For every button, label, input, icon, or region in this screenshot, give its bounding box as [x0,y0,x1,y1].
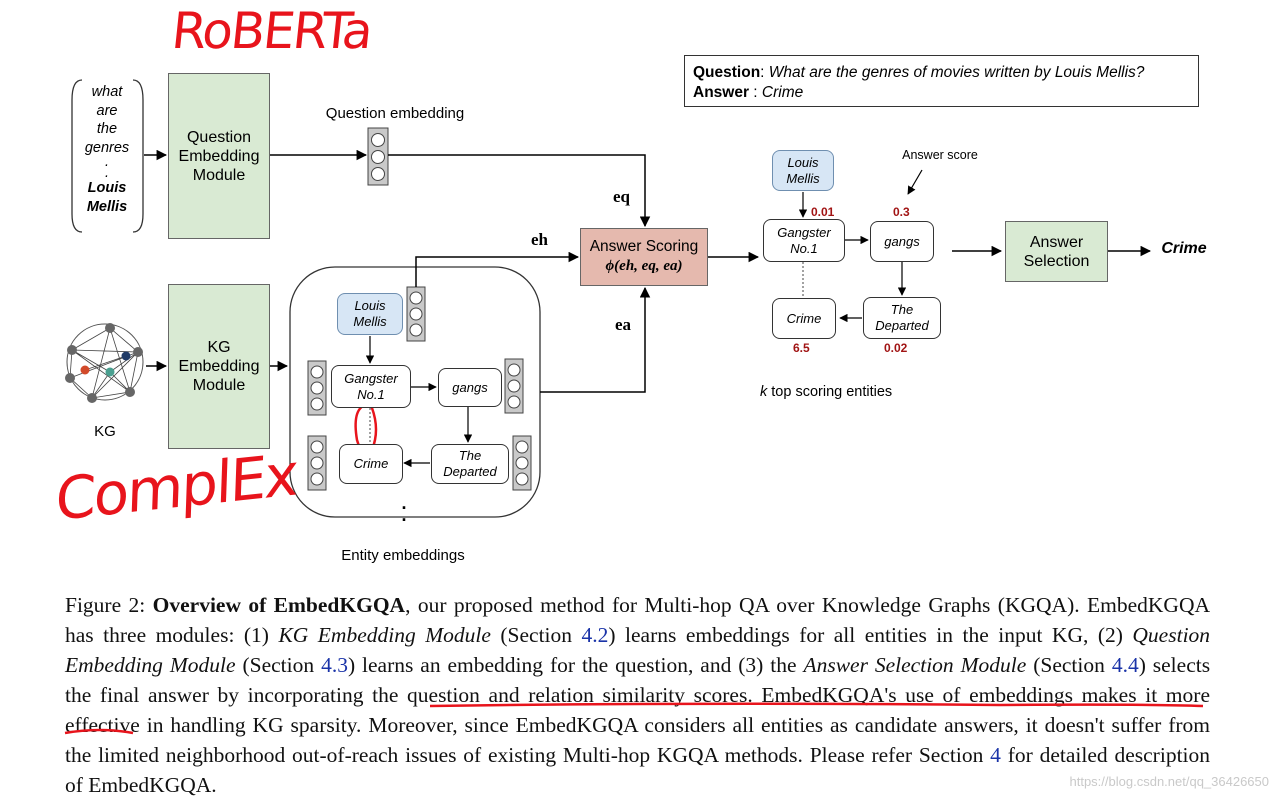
handwritten-underline [64,702,1204,735]
caption-module-3: Answer Selection Module [803,653,1027,677]
container-dots: .. [401,493,407,525]
token: . [104,165,110,181]
caption-p1: , our proposed method for Multi-hop QA o… [65,593,1210,647]
caption-fig: Figure 2: [65,593,146,617]
token: the [96,121,118,137]
score-gangs: 0.3 [893,205,910,219]
section-link-4[interactable]: 4 [990,743,1001,767]
entity-embeddings-label: Entity embeddings [341,547,465,564]
caption-s2b: ) learns an embedding for the question, … [347,653,797,677]
answer-score-label: Answer score [902,148,978,162]
top-k-label: k top scoring entities [760,383,920,401]
answer-tag: Answer [693,84,749,101]
scored-the-departed: The Departed [863,297,941,339]
entity-the-departed: The Departed [431,444,509,484]
answer-selection-module: Answer Selection [1005,221,1108,282]
question-text: What are the genres of movies written by… [768,64,1145,81]
answer-text: Crime [761,84,804,101]
section-link-4-3[interactable]: 4.3 [321,653,348,677]
answer-scoring-box: Answer Scoring ϕ(eh, eq, ea) [580,228,708,286]
figure-caption: Figure 2: Overview of EmbedKGQA, our pro… [65,590,1210,800]
token: . [104,154,110,170]
section-link-4-2[interactable]: 4.2 [581,623,609,647]
score-departed: 0.02 [884,341,908,355]
section-link-4-4[interactable]: 4.4 [1111,653,1139,677]
caption-module-1: KG Embedding Module [278,623,491,647]
caption-s1b: ) learns embeddings for all entities in … [608,623,1123,647]
scored-gangster-no1: Gangster No.1 [763,219,845,262]
watermark: https://blog.csdn.net/qq_36426650 [1069,774,1270,789]
token: are [96,102,118,119]
answer-scoring-formula: ϕ(eh, eq, ea) [605,258,683,274]
token: Mellis [86,198,128,215]
entity-crime: Crime [339,444,403,484]
eq-label: eq [613,187,630,206]
question-tag: Question [693,64,761,81]
qa-example-box: Question: What are the genres of movies … [684,55,1199,107]
top-k-text: top scoring entities [771,384,893,400]
caption-s2a: (Section [242,653,315,677]
answer-scoring-label: Answer Scoring [589,238,699,255]
ea-label: ea [615,315,632,334]
eh-label: eh [531,230,548,249]
question-embedding-module: Question Embedding Module [168,73,270,239]
question-bracket [71,79,83,233]
kg-embedding-module-label: KG Embedding Module [178,339,260,394]
caption-s3b: ) selects the final answer by incorporat… [65,653,1211,767]
diagram-canvas [65,79,1152,518]
scored-crime: Crime [772,298,836,339]
entity-gangster-no1: Gangster No.1 [331,365,411,408]
entity-louis-mellis: Louis Mellis [337,293,403,335]
caption-s1a: (Section [500,623,573,647]
question-tokens: what are the genres . . Louis Mellis [78,83,136,216]
annotation-roberta: RoBERTa [168,2,375,60]
token: Louis [87,180,127,196]
caption-title: Overview of EmbedKGQA [152,593,406,617]
answer-selection-label: Answer Selection [1023,233,1090,270]
caption-s4: for detailed description of EmbedKGQA. [65,743,1211,797]
score-gangster: 0.01 [811,205,835,219]
kg-label: KG [94,423,116,440]
caption-module-2: Question Embedding Module [65,623,1211,677]
scored-louis-mellis: Louis Mellis [772,150,834,191]
caption-s3a: (Section [1033,653,1105,677]
question-bracket-right [132,79,144,233]
scored-gangs: gangs [870,221,934,262]
score-crime: 6.5 [793,341,810,355]
question-embedding-vector [367,127,389,186]
kg-graph-icon [65,323,144,403]
entity-vectors [307,286,532,491]
output-answer: Crime [1161,240,1207,257]
entity-gangs: gangs [438,368,502,407]
token: genres [84,139,130,156]
question-embedding-module-label: Question Embedding Module [178,128,260,184]
question-embedding-label: Question embedding [325,105,465,122]
top-k-var: k [760,384,768,400]
token: what [91,84,123,100]
kg-embedding-module: KG Embedding Module [168,284,270,449]
